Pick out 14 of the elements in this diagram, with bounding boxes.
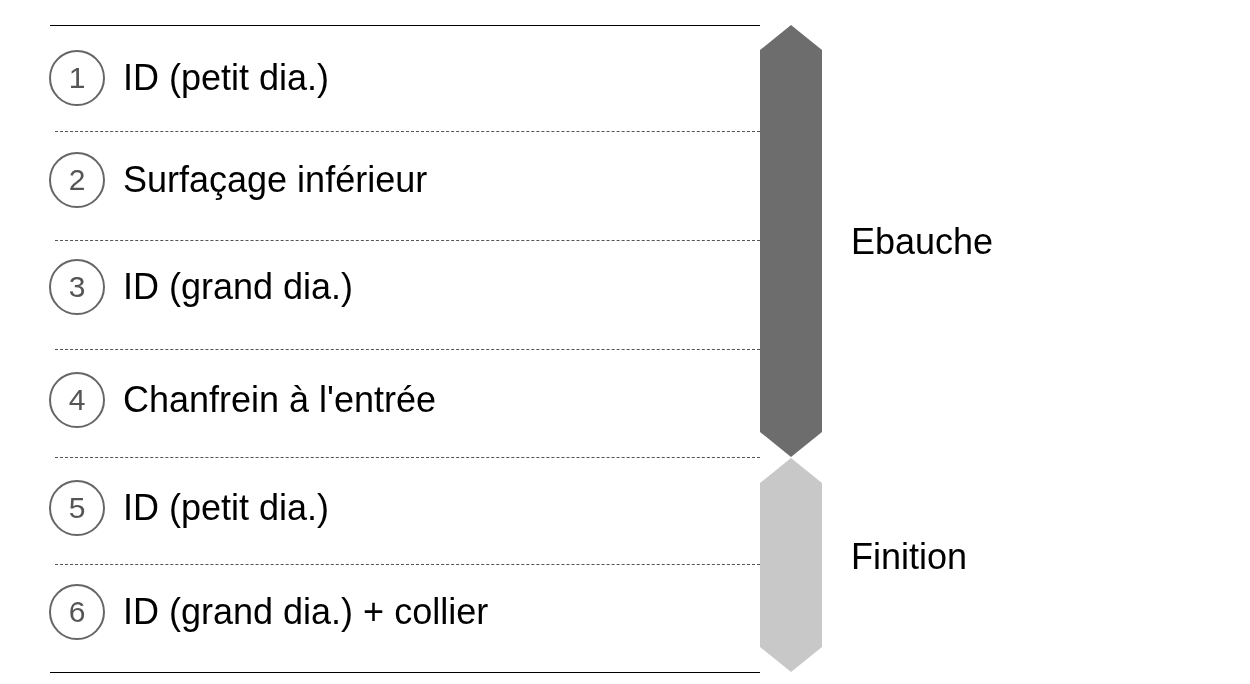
step-label: ID (petit dia.) [123, 490, 330, 526]
step-label: ID (petit dia.) [123, 60, 330, 96]
step-number: 2 [49, 152, 105, 208]
phase-label: Ebauche [851, 224, 994, 260]
step-number: 1 [49, 50, 105, 106]
phase-label: Finition [851, 539, 968, 575]
step-label: Surfaçage inférieur [123, 162, 428, 198]
step-label: Chanfrein à l'entrée [123, 382, 437, 418]
step-label: ID (grand dia.) + collier [123, 594, 489, 630]
step-number: 5 [49, 480, 105, 536]
step-number: 3 [49, 259, 105, 315]
step-number: 4 [49, 372, 105, 428]
step-number: 6 [49, 584, 105, 640]
step-label: ID (grand dia.) [123, 269, 354, 305]
